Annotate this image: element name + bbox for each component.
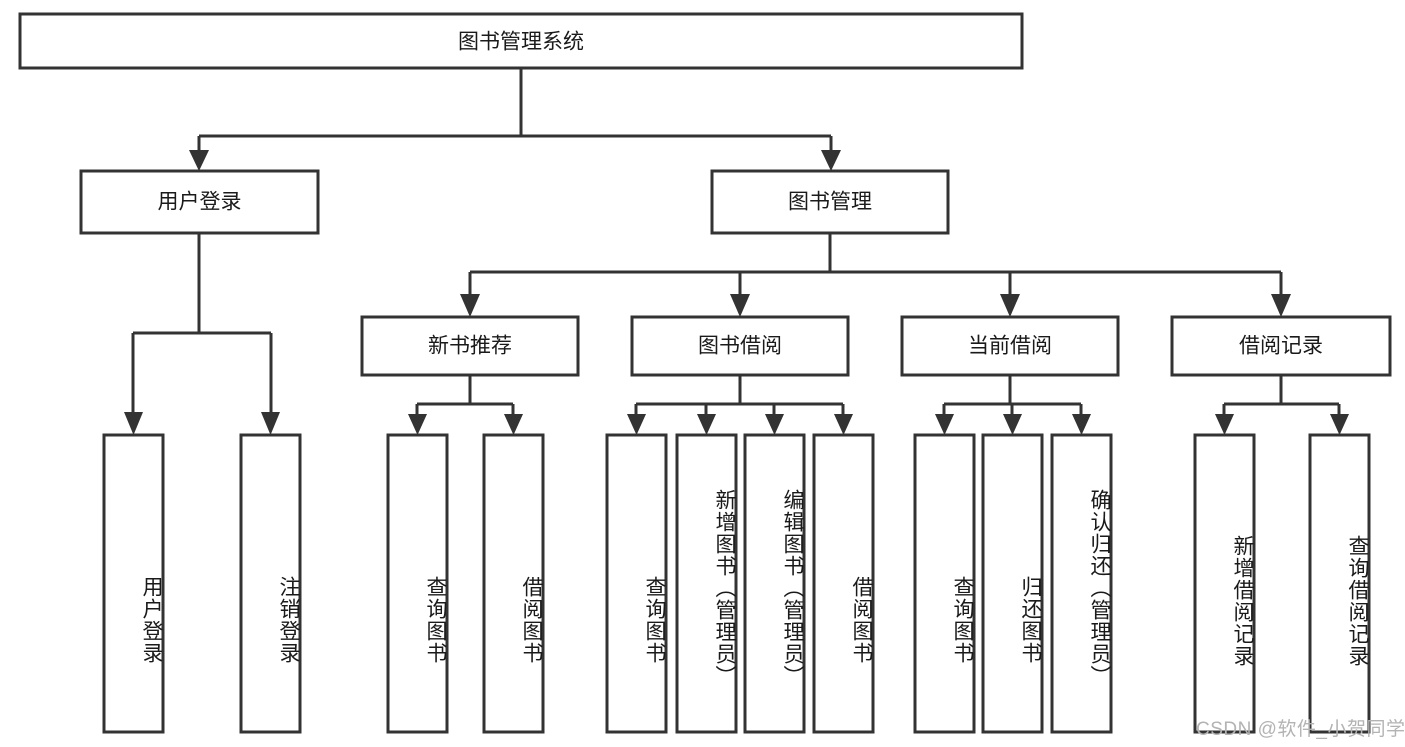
arrow-to-book-borrow <box>730 294 750 317</box>
edge-bookmgmt-to-bus <box>468 233 1283 296</box>
edge-userlogin-to-bus <box>131 233 273 414</box>
edge-borrowrecord-to-bus <box>1222 375 1341 416</box>
node-leaf-query-book-borrow-box[interactable] <box>605 433 668 734</box>
arrow-to-leaf-query-book-current <box>935 414 954 435</box>
arrow-to-borrow-record <box>1271 294 1291 317</box>
arrow-to-leaf-confirm-return-admin <box>1072 414 1091 435</box>
node-user-login-label: 用户登录 <box>158 191 242 214</box>
edge-root-to-bus <box>197 68 833 152</box>
node-user-login-box[interactable] <box>79 169 320 235</box>
node-borrow-record-label: 借阅记录 <box>1239 335 1323 358</box>
node-leaf-confirm-return-admin-box[interactable] <box>1050 433 1113 734</box>
node-leaf-logout-login-box[interactable] <box>239 433 302 734</box>
node-current-borrow-box[interactable] <box>900 315 1120 377</box>
node-leaf-edit-book-admin-box[interactable] <box>743 433 806 734</box>
node-leaf-borrow-book-recommend-box[interactable] <box>482 433 545 734</box>
arrow-to-user-login <box>189 150 209 171</box>
arrow-to-leaf-add-book-admin <box>697 414 716 435</box>
node-leaf-query-book-current-box[interactable] <box>913 433 976 734</box>
node-book-management-box[interactable] <box>710 169 950 235</box>
arrow-to-leaf-edit-book-admin <box>765 414 784 435</box>
arrow-to-leaf-user-login <box>124 412 143 435</box>
edge-bookborrow-to-bus <box>634 375 845 416</box>
arrow-to-current-borrow <box>1000 294 1020 317</box>
node-leaf-query-book-recommend-box[interactable] <box>386 433 449 734</box>
node-leaf-add-borrow-record-box[interactable] <box>1193 433 1256 734</box>
node-root-label: 图书管理系统 <box>458 31 584 54</box>
node-new-book-recommend-box[interactable] <box>360 315 580 377</box>
csdn-watermark: CSDN @软件_小贺同学 <box>1196 719 1405 740</box>
node-new-book-recommend-label: 新书推荐 <box>428 335 512 358</box>
node-leaf-user-login-box[interactable] <box>102 433 165 734</box>
node-leaf-return-book-box[interactable] <box>981 433 1044 734</box>
node-current-borrow-label: 当前借阅 <box>968 335 1052 358</box>
arrow-to-book-management <box>821 150 841 171</box>
node-book-management-label: 图书管理 <box>788 191 872 214</box>
arrow-to-leaf-borrow-book-recommend <box>504 414 523 435</box>
edge-recommend-to-bus <box>415 375 515 416</box>
arrow-to-leaf-query-borrow-record <box>1330 414 1349 435</box>
arrow-to-leaf-borrow-book <box>834 414 853 435</box>
arrow-to-leaf-add-borrow-record <box>1215 414 1234 435</box>
arrow-to-leaf-return-book <box>1003 414 1022 435</box>
node-leaf-query-borrow-record-box[interactable] <box>1308 433 1371 734</box>
node-leaf-add-book-admin-box[interactable] <box>675 433 738 734</box>
node-borrow-record-box[interactable] <box>1170 315 1392 377</box>
arrow-to-leaf-query-book-borrow <box>627 414 646 435</box>
edge-currentborrow-to-bus <box>942 375 1083 416</box>
node-book-borrow-box[interactable] <box>630 315 850 377</box>
connector-layer <box>124 68 1349 435</box>
arrow-to-leaf-query-book-recommend <box>408 414 427 435</box>
arrow-to-new-book-recommend <box>460 294 480 317</box>
node-layer: 图书管理系统 用户登录 图书管理 新书推荐 图书借阅 当前借阅 借阅记录 <box>18 12 1392 734</box>
arrow-to-leaf-logout-login <box>261 412 280 435</box>
node-leaf-borrow-book-box[interactable] <box>812 433 875 734</box>
node-root-box[interactable] <box>18 12 1024 70</box>
node-book-borrow-label: 图书借阅 <box>698 335 782 358</box>
